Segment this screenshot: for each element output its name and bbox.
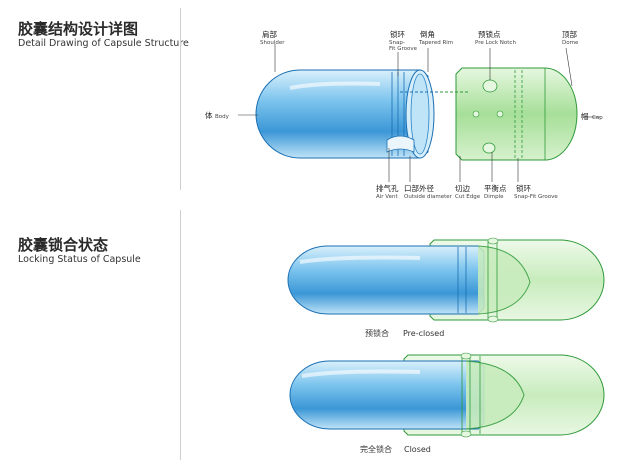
label-body-en: Body (215, 114, 230, 120)
state-pre-closed-zh: 预锁合 (365, 328, 389, 338)
title-en: Locking Status of Capsule (18, 254, 141, 265)
label-prelock-en: Pre Lock Notch (475, 40, 516, 46)
divider-line (180, 210, 181, 460)
label-cutedge-zh: 切边 (455, 184, 470, 193)
label-airvent-en: Air Vent (376, 194, 399, 200)
label-dome-zh: 顶部 (562, 29, 577, 39)
label-dimple-zh: 平衡点 (484, 183, 507, 193)
label-cap-zh: 帽 (581, 111, 589, 121)
label-snapfit-bottom-zh: 锁环 (516, 183, 531, 193)
title-zh: 胶囊结构设计详图 (18, 20, 139, 38)
label-snapfit-en2: Fit Groove (389, 46, 418, 52)
label-body-zh: 体 (205, 110, 213, 120)
section-title-structure: 胶囊结构设计详图 Detail Drawing of Capsule Struc… (18, 20, 189, 50)
section-title-locking: 胶囊锁合状态 Locking Status of Capsule (18, 236, 141, 266)
label-cap-en: Cap (592, 115, 603, 121)
divider-line (180, 8, 181, 190)
state-closed-en: Closed (404, 445, 431, 454)
label-airvent-zh: 排气孔 (376, 183, 399, 193)
capsule-closed (289, 352, 605, 438)
label-tapered-en: Tapered Rim (418, 40, 453, 46)
label-prelock-zh: 预锁点 (478, 29, 501, 39)
label-shoulder-en: Shoulder (260, 40, 285, 46)
state-pre-closed-en: Pre-closed (403, 329, 444, 338)
pre-lock-notch (482, 79, 498, 93)
label-snapfit-zh: 锁环 (390, 29, 405, 39)
label-outside-diameter-en: Outside diameter (404, 194, 453, 200)
label-dimple-en: Dimple (484, 194, 504, 200)
label-snapfit-en1: Snap- (389, 40, 405, 46)
label-snapfit-bottom-en: Snap-Fit Groove (514, 194, 558, 200)
label-shoulder-zh: 肩部 (262, 29, 277, 39)
cap-part (440, 67, 578, 161)
title-en: Detail Drawing of Capsule Structure (18, 38, 189, 49)
title-zh: 胶囊锁合状态 (18, 236, 109, 254)
leader-lines (238, 44, 600, 182)
label-outside-diameter-zh: 口部外径 (404, 183, 434, 193)
label-dome-en: Dome (562, 40, 579, 46)
body-part (255, 69, 440, 159)
capsule-pre-closed (287, 237, 605, 323)
label-tapered-zh: 倒角 (420, 29, 435, 39)
dimple (482, 142, 496, 154)
label-cutedge-en: Cut Edge (455, 194, 481, 200)
state-closed-zh: 完全锁合 (360, 444, 392, 454)
